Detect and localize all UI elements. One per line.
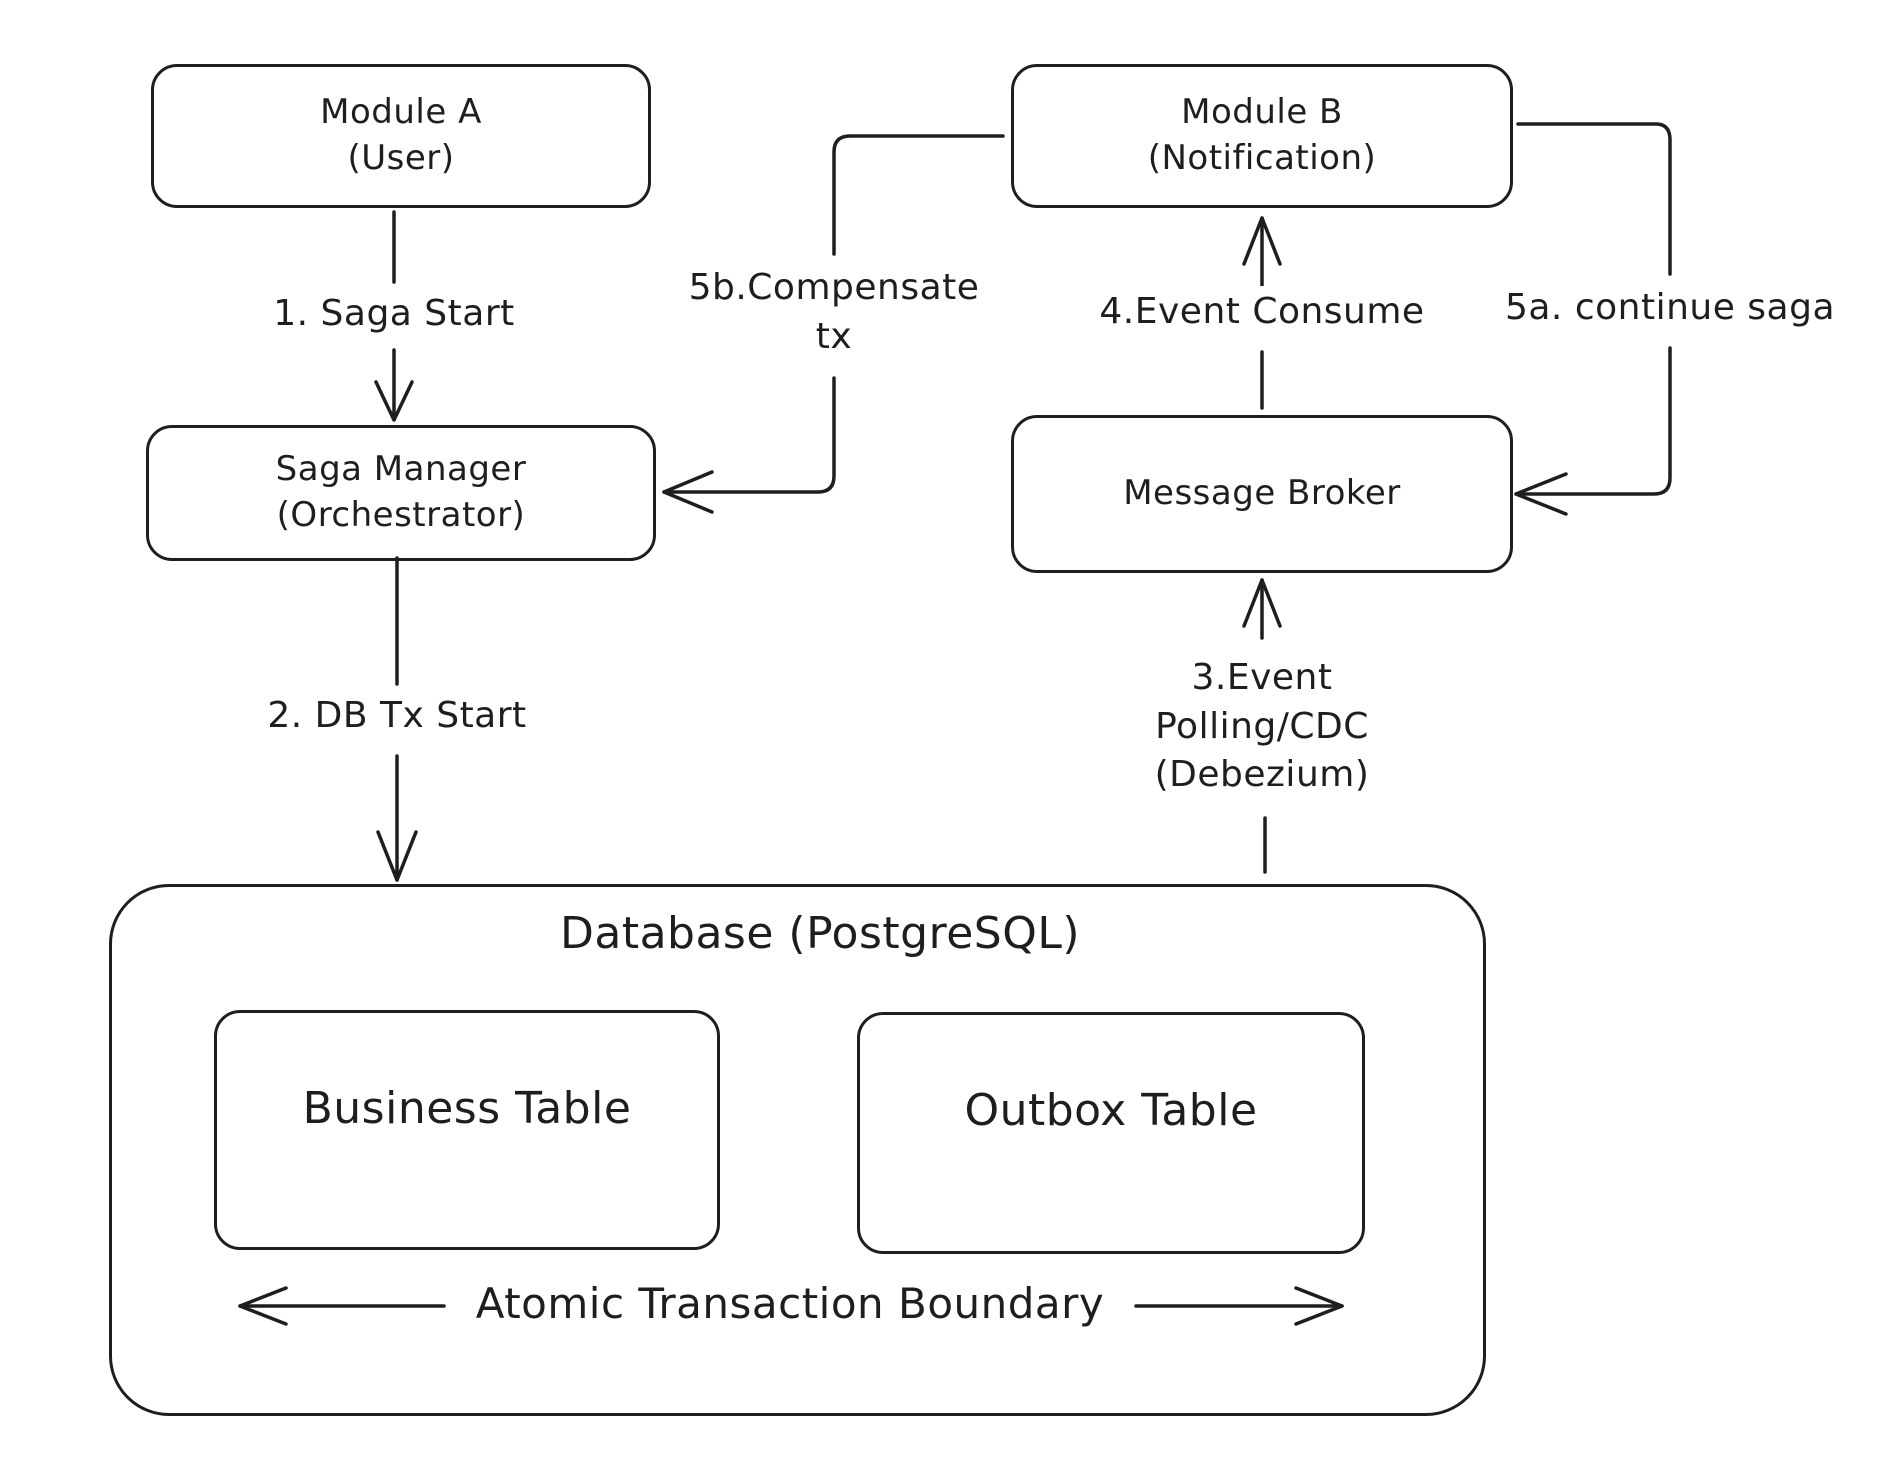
saga-manager-box: Saga Manager (Orchestrator) — [146, 425, 656, 561]
db-tx-start-label: 2. DB Tx Start — [222, 690, 572, 743]
edge-event-consume-arrowhead — [1242, 216, 1282, 266]
edge-compensate-tx-segment-bottom — [662, 376, 836, 494]
module-b-box: Module B (Notification) — [1011, 64, 1513, 208]
outbox-table-box: Outbox Table — [857, 1012, 1365, 1254]
edge-continue-saga-arrowhead — [1514, 472, 1568, 516]
compensate-tx-label: 5b.Compensate tx — [676, 262, 992, 364]
message-broker-box: Message Broker — [1011, 415, 1513, 573]
module-a-box: Module A (User) — [151, 64, 651, 208]
event-polling-label-line2: Polling/CDC — [1155, 705, 1369, 747]
edge-event-polling-arrowhead — [1242, 578, 1282, 628]
event-polling-label-line3: (Debezium) — [1154, 754, 1370, 796]
atomic-boundary-arrowhead-right — [1294, 1286, 1344, 1326]
business-table-box: Business Table — [214, 1010, 720, 1250]
atomic-boundary-arrow — [238, 1286, 1344, 1326]
event-polling-label: 3.Event Polling/CDC (Debezium) — [1116, 652, 1408, 802]
module-b-title: Module B — [1181, 92, 1343, 133]
edge-compensate-tx-arrowhead — [662, 470, 714, 514]
business-table-label: Business Table — [302, 1083, 632, 1134]
edge-continue-saga-segment-bottom — [1514, 346, 1672, 496]
database-title: Database (PostgreSQL) — [559, 908, 1081, 959]
edge-saga-start-arrowhead — [374, 380, 414, 422]
edge-continue-saga-segment-top — [1516, 122, 1672, 276]
edge-saga-start — [374, 210, 414, 422]
database-container — [109, 884, 1486, 1416]
edge-continue-saga — [1514, 122, 1672, 516]
event-polling-label-line1: 3.Event — [1191, 657, 1333, 698]
edge-db-tx-start — [376, 556, 418, 882]
saga-manager-subtitle: (Orchestrator) — [276, 495, 526, 535]
continue-saga-label: 5a. continue saga — [1486, 282, 1854, 335]
event-consume-label: 4.Event Consume — [1082, 286, 1442, 339]
module-b-subtitle: (Notification) — [1147, 138, 1377, 178]
module-a-title: Module A — [320, 92, 482, 133]
compensate-tx-label-line1: 5b.Compensate — [688, 267, 980, 308]
atomic-boundary-label: Atomic Transaction Boundary — [446, 1276, 1134, 1333]
message-broker-title: Message Broker — [1123, 473, 1401, 514]
saga-manager-title: Saga Manager — [275, 449, 527, 490]
saga-start-label: 1. Saga Start — [234, 288, 554, 341]
module-a-subtitle: (User) — [347, 138, 455, 178]
edge-event-polling — [1242, 578, 1282, 874]
edge-compensate-tx-segment-top — [832, 134, 1005, 256]
edge-compensate-tx — [662, 134, 1005, 514]
edge-db-tx-start-arrowhead — [376, 830, 418, 882]
edge-event-consume — [1242, 216, 1282, 410]
outbox-table-label: Outbox Table — [964, 1085, 1258, 1136]
compensate-tx-label-line2: tx — [815, 315, 853, 357]
atomic-boundary-arrowhead-left — [238, 1286, 288, 1326]
